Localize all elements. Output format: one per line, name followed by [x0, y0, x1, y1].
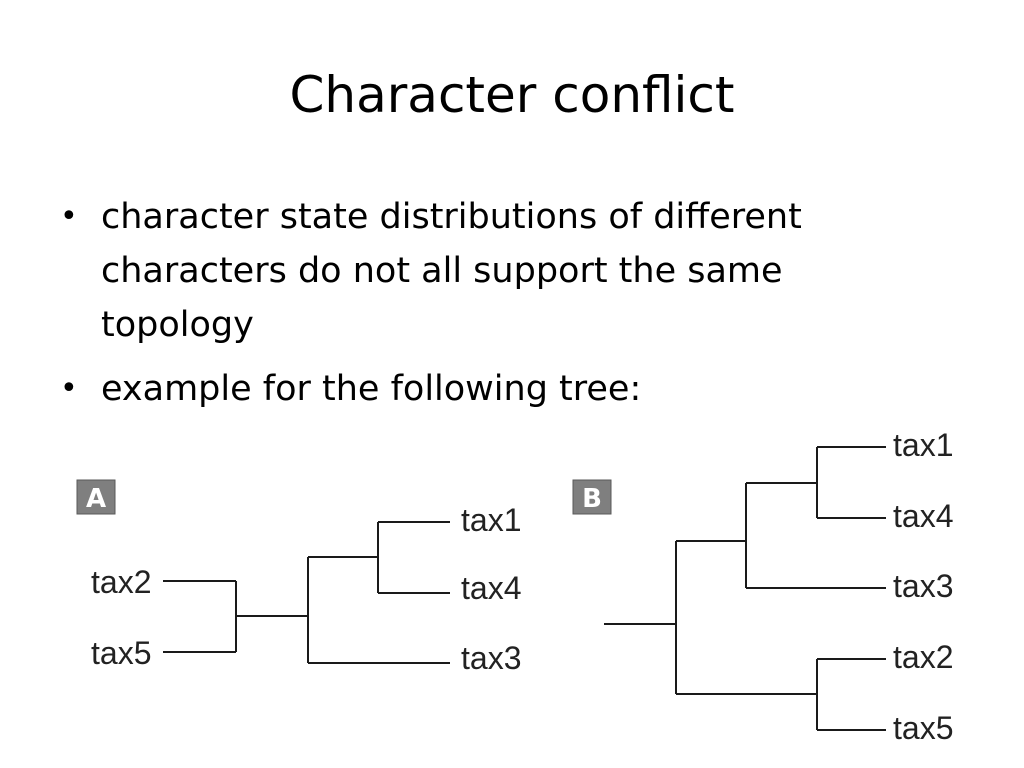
tree-b: B tax1 tax4 tax3 tax2 tax5 — [572, 427, 953, 746]
tree-b-label-tax2: tax2 — [893, 639, 953, 675]
tree-a-label-tax1: tax1 — [461, 502, 521, 538]
tree-b-label-tax1: tax1 — [893, 427, 953, 463]
tree-a-label-tax5: tax5 — [91, 635, 151, 671]
tree-a-badge-box — [76, 479, 116, 515]
tree-a-badge: A — [86, 484, 106, 514]
bullet-item: • character state distributions of diffe… — [58, 190, 958, 352]
tree-b-badge-box — [572, 479, 612, 515]
tree-b-badge: B — [582, 484, 602, 514]
tree-a: A tax1 tax4 tax3 tax2 tax5 — [76, 479, 521, 676]
bullet-marker: • — [60, 199, 78, 234]
tree-b-label-tax4: tax4 — [893, 498, 953, 534]
tree-a-label-tax4: tax4 — [461, 570, 521, 606]
tree-b-label-tax5: tax5 — [893, 710, 953, 746]
tree-b-label-tax3: tax3 — [893, 568, 953, 604]
tree-a-label-tax3: tax3 — [461, 640, 521, 676]
bullet-item: • example for the following tree: — [58, 362, 958, 416]
bullet-marker: • — [60, 371, 78, 406]
bullet-text: example for the following tree: — [101, 369, 642, 409]
bullet-text: character state distributions of differe… — [101, 197, 802, 345]
bullet-list: • character state distributions of diffe… — [58, 190, 958, 426]
tree-a-label-tax2: tax2 — [91, 564, 151, 600]
slide-title: Character conflict — [289, 66, 735, 124]
